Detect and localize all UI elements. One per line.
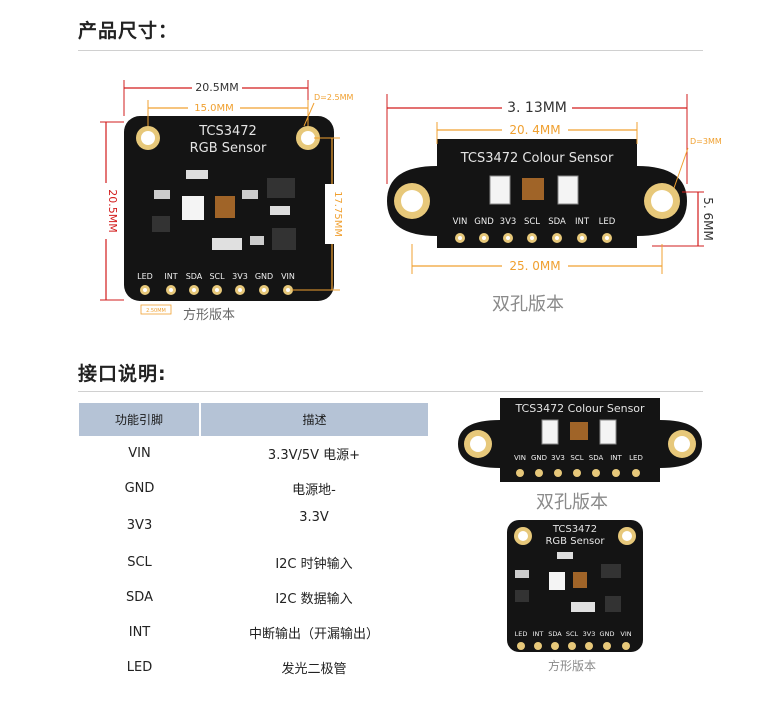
square-pin-label: INT <box>164 272 177 281</box>
square-board-caption: 方形版本 <box>183 308 236 323</box>
double-pin-label: SCL <box>524 217 540 227</box>
photo-square-caption: 方形版本 <box>548 659 597 673</box>
table-row: GND 电源地- <box>79 471 428 506</box>
section-title-interface: 接口说明: <box>78 363 167 385</box>
photo-square-pin: SCL <box>566 630 579 638</box>
photo-square-title-2: RGB Sensor <box>545 536 605 547</box>
section-divider <box>78 50 703 51</box>
square-pin-label: GND <box>255 272 273 281</box>
double-board-caption: 双孔版本 <box>492 294 564 315</box>
double-dim-outer: 3. 13MM <box>507 100 567 116</box>
desc-cell: I2C 数据输入 <box>275 592 353 607</box>
table-row: SCL I2C 时钟输入 <box>79 545 428 580</box>
pin-cell: SDA <box>126 590 153 605</box>
square-pin-label: SCL <box>209 272 225 281</box>
square-board-photo: TCS3472 RGB Sensor LED INT SDA SCL 3V3 G… <box>507 520 643 652</box>
photo-square-pin: LED <box>515 630 528 638</box>
square-pin-label: LED <box>137 272 153 281</box>
table-row: VIN 3.3V/5V 电源+ <box>79 436 428 471</box>
photo-double-pin: SDA <box>589 454 604 462</box>
table-row: INT 中断输出（开漏输出） <box>79 615 428 650</box>
desc-cell: 电源地- <box>292 483 336 498</box>
desc-cell: I2C 时钟输入 <box>275 557 353 572</box>
pin-cell: VIN <box>128 446 151 461</box>
square-pin-label: 3V3 <box>232 272 248 281</box>
photo-double-pin: VIN <box>514 454 526 462</box>
square-dim-inner: 15.0MM <box>194 103 234 114</box>
pin-cell: SCL <box>127 555 152 570</box>
table-row: 3V3 3.3V <box>79 506 428 545</box>
desc-cell: 中断输出（开漏输出） <box>248 627 379 642</box>
square-board-title-1: TCS3472 <box>198 124 257 139</box>
double-pin-label: SDA <box>548 217 566 227</box>
desc-cell: 3.3V <box>299 510 329 525</box>
photo-square-pin: GND <box>600 630 615 638</box>
pin-cell: INT <box>128 625 151 640</box>
double-pin-label: INT <box>575 217 590 227</box>
pin-table: 功能引脚 描述 VIN 3.3V/5V 电源+ GND 电源地- 3V3 3.3… <box>79 403 428 685</box>
square-small-note: 2.50MM <box>146 308 166 314</box>
desc-cell: 发光二极管 <box>281 662 347 677</box>
double-pin-label: LED <box>599 217 616 227</box>
double-pin-label: VIN <box>453 217 468 227</box>
double-pin-label: 3V3 <box>500 217 517 227</box>
desc-cell: 3.3V/5V 电源+ <box>267 448 361 463</box>
double-dim-hole: D=3MM <box>690 137 722 146</box>
section-title-dimensions: 产品尺寸： <box>78 20 179 42</box>
photo-double-pin: LED <box>629 454 643 462</box>
photo-square-pin: SDA <box>548 630 562 638</box>
square-board-title-2: RGB Sensor <box>190 141 267 156</box>
photo-double-pin: INT <box>610 454 622 462</box>
table-header-row: 功能引脚 描述 <box>79 403 428 436</box>
photo-square-pin: VIN <box>620 630 631 638</box>
photo-double-title: TCS3472 Colour Sensor <box>514 402 645 415</box>
pin-cell: 3V3 <box>126 518 153 533</box>
square-pin-label: VIN <box>281 272 295 281</box>
double-board-diagram: TCS3472 Colour Sensor VIN GND 3V3 SCL SD… <box>386 94 722 274</box>
double-board-photo: TCS3472 Colour Sensor VIN GND 3V3 SCL SD… <box>458 398 702 482</box>
photo-double-pin: SCL <box>570 454 583 462</box>
square-board-diagram: TCS3472 RGB Sensor LED INT SDA SCL 3V3 G… <box>99 80 353 315</box>
photo-square-pin: 3V3 <box>583 630 596 638</box>
pin-cell: GND <box>124 481 155 496</box>
double-pin-label: GND <box>474 217 494 227</box>
square-dim-hole: D=2.5MM <box>314 93 353 102</box>
double-board-title: TCS3472 Colour Sensor <box>460 151 614 166</box>
photo-double-pin: 3V3 <box>551 454 565 462</box>
photo-square-title-1: TCS3472 <box>552 524 597 535</box>
double-dim-height: 5. 6MM <box>701 197 715 241</box>
table-header-desc: 描述 <box>200 403 428 436</box>
table-row: LED 发光二极管 <box>79 650 428 685</box>
double-dim-bottom: 25. 0MM <box>509 259 560 273</box>
photo-double-caption: 双孔版本 <box>536 492 608 513</box>
table-header-pin: 功能引脚 <box>79 403 201 436</box>
section-divider <box>78 391 703 392</box>
square-dim-left: 20.5MM <box>106 189 119 232</box>
square-pin-label: SDA <box>186 272 203 281</box>
photo-double-pin: GND <box>531 454 547 462</box>
double-dim-inner: 20. 4MM <box>509 123 560 137</box>
pin-cell: LED <box>126 660 153 675</box>
photo-square-pin: INT <box>533 630 544 638</box>
square-dim-outer: 20.5MM <box>195 81 238 94</box>
square-dim-right: 17.75MM <box>332 191 343 237</box>
table-row: SDA I2C 数据输入 <box>79 580 428 615</box>
